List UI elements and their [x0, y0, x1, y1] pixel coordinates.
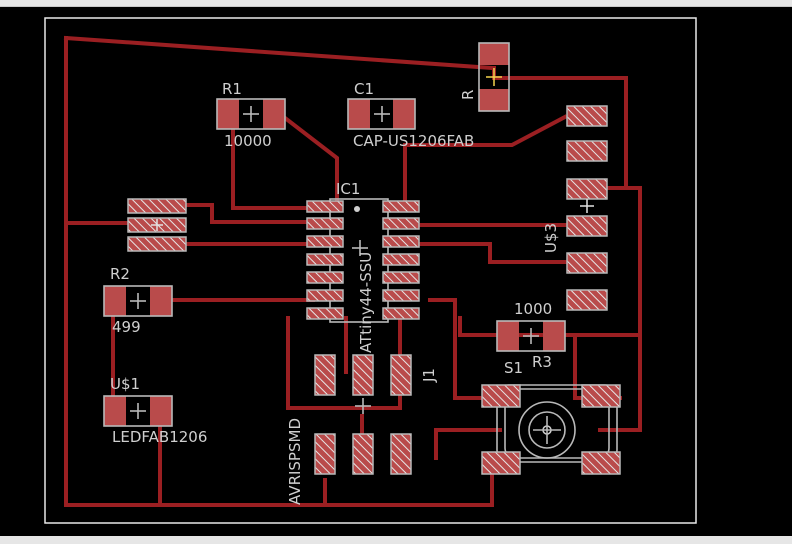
r2-value: 499 [112, 318, 141, 336]
component-r3[interactable]: 1000 R3 [496, 300, 566, 371]
top-window-strip [0, 0, 792, 7]
s1-label: S1 [504, 359, 523, 377]
c1-value: CAP-US1206FAB [353, 132, 474, 150]
component-ic1[interactable]: IC1 ATtiny44-SSU [306, 180, 420, 353]
us1-value: LEDFAB1206 [112, 428, 207, 446]
component-j1[interactable]: AVRISPSMD J1 [286, 354, 438, 505]
ic1-value: ATtiny44-SSU [357, 252, 375, 353]
us3-label: U$3 [542, 223, 560, 253]
r3-value: 1000 [514, 300, 552, 318]
r-top-label: R [459, 90, 477, 100]
ic1-label: IC1 [336, 180, 360, 198]
component-left-header[interactable] [127, 198, 187, 252]
j1-label: J1 [420, 368, 438, 383]
component-r1[interactable]: R1 10000 [216, 80, 286, 150]
component-us3[interactable]: U$3 [542, 105, 608, 311]
r1-value: 10000 [224, 132, 272, 150]
component-r2[interactable]: R2 499 [103, 265, 173, 336]
c1-label: C1 [354, 80, 374, 98]
bottom-window-strip [0, 536, 792, 544]
component-r-top[interactable]: R [459, 42, 510, 112]
component-us1[interactable]: U$1 LEDFAB1206 [103, 375, 207, 446]
r1-label: R1 [222, 80, 242, 98]
r3-label: R3 [532, 353, 552, 371]
us1-label: U$1 [110, 375, 140, 393]
board-outline [44, 17, 697, 524]
j1-value: AVRISPSMD [286, 418, 304, 505]
r2-label: R2 [110, 265, 130, 283]
component-c1[interactable]: C1 CAP-US1206FAB [347, 80, 474, 150]
component-s1[interactable]: S1 [481, 359, 621, 475]
